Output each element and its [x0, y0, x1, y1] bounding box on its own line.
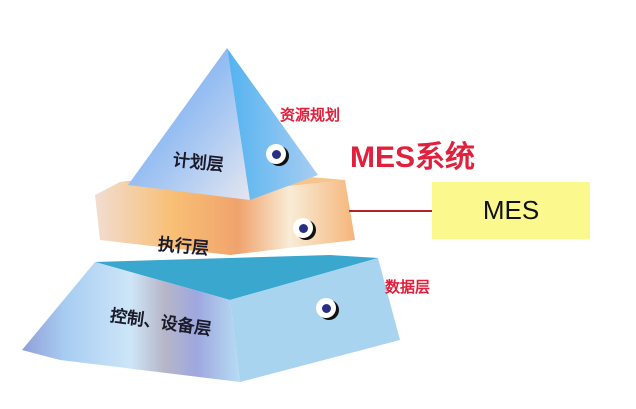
diagram-title: MES系统: [350, 141, 476, 174]
layer-top-left: [128, 48, 250, 200]
layer-middle-front: [95, 180, 355, 255]
side-label-resource-planning: 资源规划: [280, 106, 341, 124]
layer-bottom-right: [230, 258, 400, 382]
connector-line: [349, 210, 432, 212]
eye-marker-top-icon: [266, 144, 286, 164]
side-label-data-layer: 数据层: [385, 278, 431, 296]
layer-label-plan: 计划层: [171, 150, 225, 176]
layer-bottom-front: [22, 262, 240, 382]
layer-label-execution: 执行层: [157, 234, 210, 260]
mes-callout-box: MES: [432, 182, 590, 239]
layer-bottom-top-face: [95, 255, 378, 300]
eye-marker-bottom-icon: [316, 298, 336, 318]
layer-top-right: [227, 48, 318, 200]
eye-marker-middle-icon: [293, 218, 313, 238]
